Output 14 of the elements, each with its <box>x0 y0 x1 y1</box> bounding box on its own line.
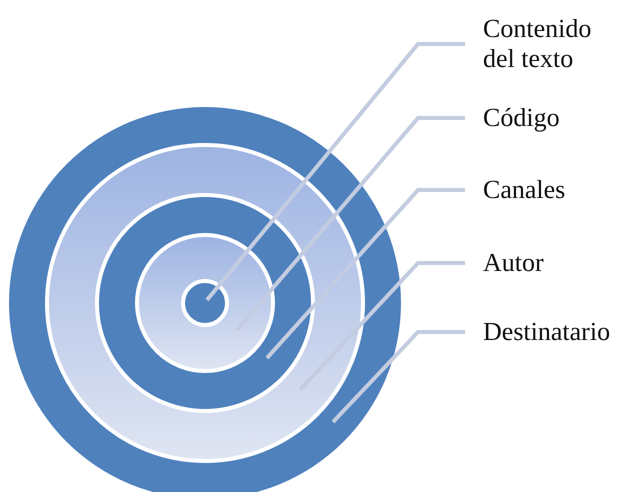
ring-label: Código <box>483 103 611 133</box>
leader-line <box>298 261 465 392</box>
ring <box>45 143 365 463</box>
leader-line <box>332 330 465 424</box>
leader-line <box>205 42 465 302</box>
ring <box>135 233 275 373</box>
ring <box>9 107 401 492</box>
leader-line <box>266 188 465 360</box>
ring-label: Canales <box>483 175 611 205</box>
ring <box>95 193 315 413</box>
ring-label: Autor <box>483 248 611 278</box>
leader-line <box>235 116 465 332</box>
ring-label: Destinatario <box>483 317 611 347</box>
ring-label: Contenido del texto <box>483 14 611 74</box>
